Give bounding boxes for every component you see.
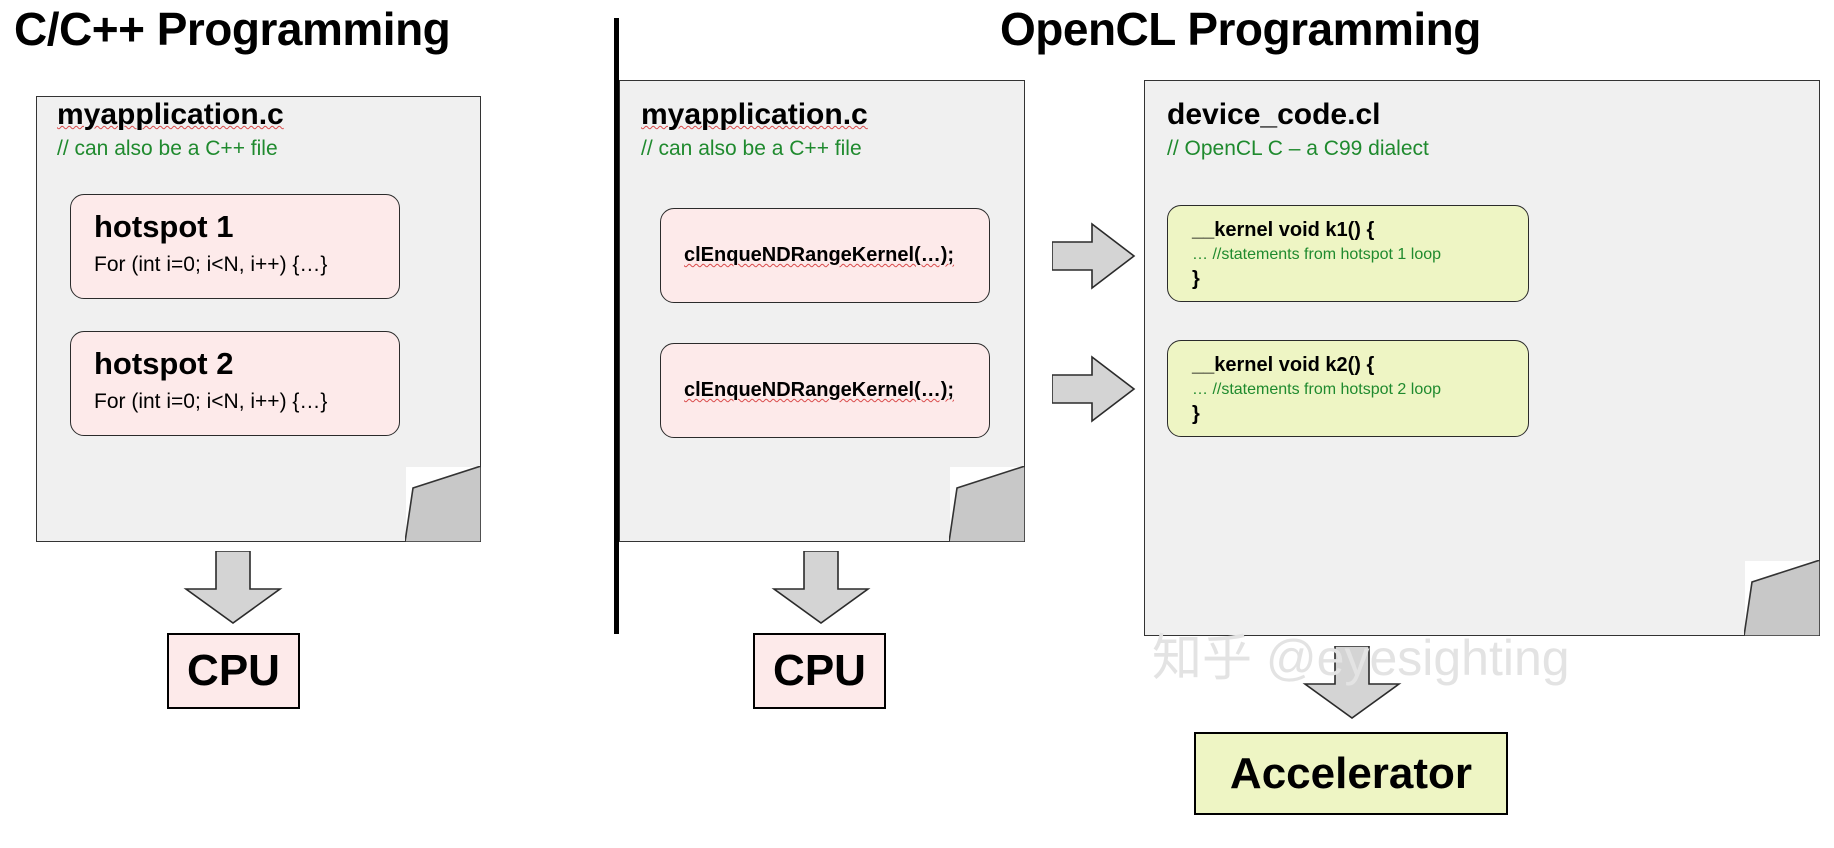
enqueue-call-box-2[interactable] <box>660 343 990 438</box>
kernel-1-body: … //statements from hotspot 1 loop <box>1192 246 1442 263</box>
document-sheet-opencl-host <box>619 80 1026 543</box>
hotspot-2-title: hotspot 2 <box>94 346 234 381</box>
kernel-box-2[interactable] <box>1167 340 1529 437</box>
hardware-box-accelerator[interactable]: Accelerator <box>1194 732 1508 815</box>
page-fold-icon <box>949 466 1025 542</box>
hotspot-1-loop: For (int i=0; i<N, i++) {…} <box>94 253 328 276</box>
sheet-filename-host: myapplication.c <box>641 98 868 131</box>
kernel-1-close-brace: } <box>1192 268 1200 290</box>
page-fold-icon <box>405 466 481 542</box>
enqueue-call-box-1[interactable] <box>660 208 990 303</box>
enqueue-call-1-text: clEnqueNDRangeKernel(…); <box>684 244 955 266</box>
hotspot-box-2[interactable] <box>70 331 400 436</box>
down-arrow-icon-right <box>1302 646 1402 719</box>
sheet-comment-device: // OpenCL C – a C99 dialect <box>1167 137 1429 160</box>
page-title-c-cpp: C/C++ Programming <box>14 3 451 55</box>
page-title-opencl: OpenCL Programming <box>1000 3 1481 55</box>
kernel-2-body: … //statements from hotspot 2 loop <box>1192 381 1442 398</box>
vertical-divider <box>614 18 619 634</box>
down-arrow-icon-left <box>183 551 283 624</box>
down-arrow-icon-middle <box>771 551 871 624</box>
enqueue-call-2-text: clEnqueNDRangeKernel(…); <box>684 379 955 401</box>
sheet-filename-left: myapplication.c <box>57 98 284 131</box>
kernel-box-1[interactable] <box>1167 205 1529 302</box>
kernel-2-close-brace: } <box>1192 403 1200 425</box>
right-arrow-icon-2 <box>1052 355 1136 423</box>
hotspot-1-title: hotspot 1 <box>94 209 234 244</box>
right-arrow-icon-1 <box>1052 222 1136 290</box>
hotspot-box-1[interactable] <box>70 194 400 299</box>
sheet-filename-device: device_code.cl <box>1167 98 1381 131</box>
hardware-box-cpu-left[interactable]: CPU <box>167 633 300 709</box>
sheet-comment-left: // can also be a C++ file <box>57 137 278 160</box>
page-fold-icon <box>1744 560 1820 636</box>
hardware-box-cpu-middle[interactable]: CPU <box>753 633 886 709</box>
hotspot-2-loop: For (int i=0; i<N, i++) {…} <box>94 390 328 413</box>
kernel-2-signature: __kernel void k2() { <box>1192 354 1375 376</box>
sheet-comment-host: // can also be a C++ file <box>641 137 862 160</box>
document-sheet-myapplication-c <box>36 96 482 543</box>
kernel-1-signature: __kernel void k1() { <box>1192 219 1375 241</box>
